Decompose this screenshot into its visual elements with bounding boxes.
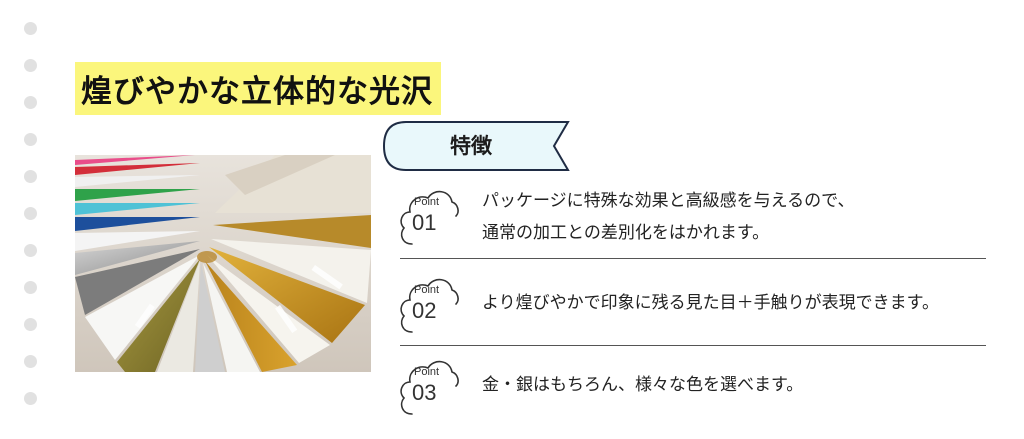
foil-swatch-photo: [75, 155, 371, 372]
binder-hole: [24, 96, 37, 109]
binder-hole: [24, 392, 37, 405]
feature-tag-label: 特徴: [450, 134, 492, 158]
cloud-icon: [400, 360, 459, 415]
point-label: Point: [414, 366, 440, 378]
point-item-1: Point 01 パッケージに特殊な効果と高級感を与えるので、 通常の加工との差…: [398, 186, 988, 250]
divider: [400, 345, 986, 346]
binder-hole: [24, 318, 37, 331]
point-text-line: 通常の加工との差別化をはかれます。: [482, 223, 770, 243]
binder-hole: [24, 281, 37, 294]
page-title-block: 煌びやかな立体的な光沢: [75, 62, 441, 115]
point-text-line: パッケージに特殊な効果と高級感を与えるので、: [482, 191, 855, 211]
foil-swatch-fan-image: [75, 155, 371, 372]
point-number: 03: [412, 380, 437, 405]
binder-hole: [24, 133, 37, 146]
binder-hole: [24, 170, 37, 183]
binder-hole: [24, 22, 37, 35]
point-text-line: より煌びやかで印象に残る見た目＋手触りが表現できます。: [482, 293, 939, 313]
point-label: Point: [414, 196, 440, 208]
binder-hole: [24, 355, 37, 368]
point-label: Point: [414, 284, 440, 296]
tag-shape: [382, 121, 570, 171]
cloud-icon: [400, 190, 459, 245]
binder-holes: [24, 22, 40, 429]
binder-hole: [24, 207, 37, 220]
point-text-line: 金・銀はもちろん、様々な色を選べます。: [482, 375, 804, 395]
cloud-icon: [400, 278, 459, 333]
feature-tag: 特徴: [382, 120, 572, 172]
page-title: 煌びやかな立体的な光沢: [75, 62, 441, 115]
divider: [400, 258, 986, 259]
point-item-3: Point 03 金・銀はもちろん、様々な色を選べます。: [398, 356, 988, 420]
point-number: 01: [412, 210, 437, 235]
binder-hole: [24, 244, 37, 257]
point-item-2: Point 02 より煌びやかで印象に残る見た目＋手触りが表現できます。: [398, 274, 988, 338]
point-number: 02: [412, 298, 437, 323]
binder-hole: [24, 59, 37, 72]
